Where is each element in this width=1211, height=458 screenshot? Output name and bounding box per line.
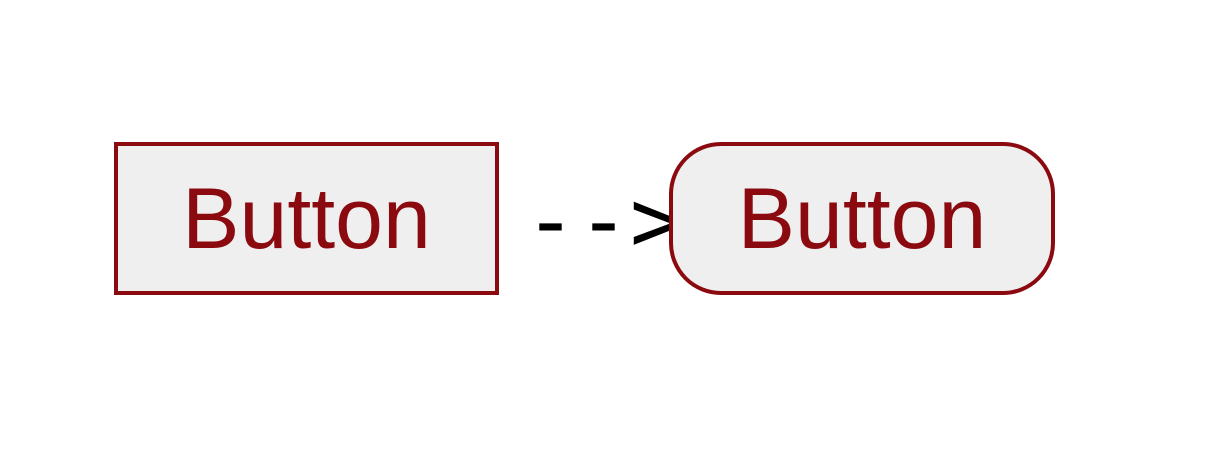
rounded-button[interactable]: Button bbox=[669, 142, 1055, 295]
square-button[interactable]: Button bbox=[114, 142, 499, 295]
dashed-arrow-connector: --> bbox=[524, 169, 683, 272]
